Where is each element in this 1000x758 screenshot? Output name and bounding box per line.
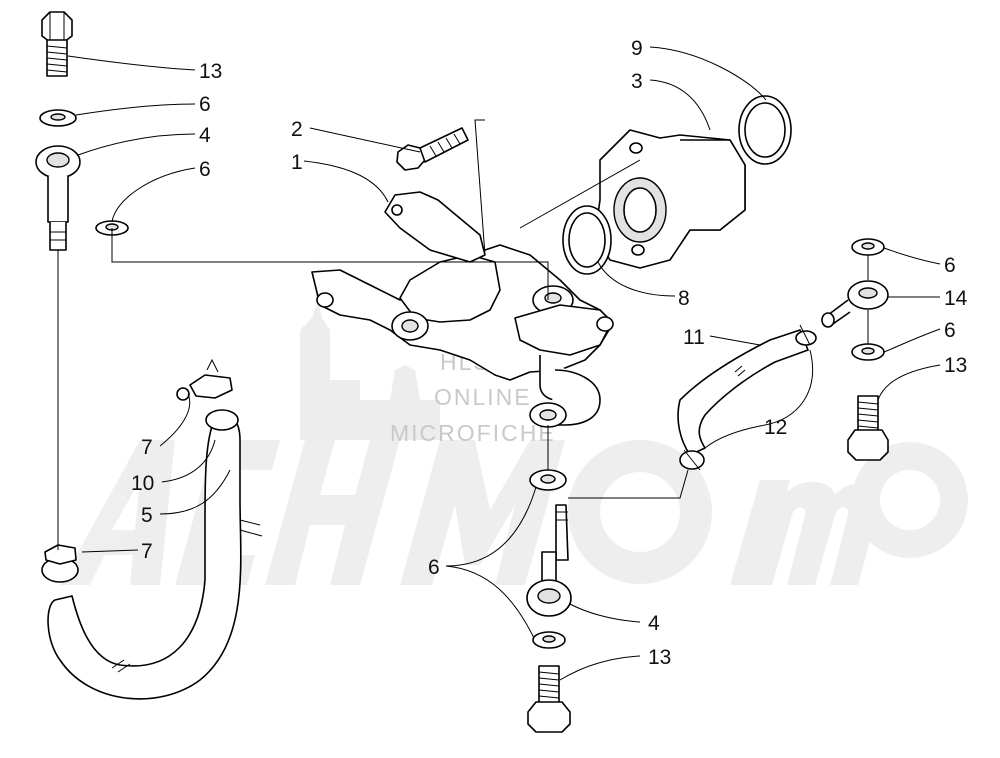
- banjo-bolt-right: [847, 395, 889, 461]
- o-ring-small: [562, 205, 612, 275]
- callout-6-right-top: 6: [944, 254, 956, 277]
- callout-4-bottom: 4: [648, 612, 660, 635]
- callout-3: 3: [631, 70, 643, 93]
- banjo-bolt-bottom: [527, 665, 571, 733]
- sealing-washer-bottom-top: [529, 469, 567, 491]
- callout-10: 10: [131, 472, 154, 495]
- watermark: HLSM© ONLINE MICROFICHE: [60, 260, 968, 585]
- oil-hose-long: [47, 409, 263, 700]
- hose-clamp-upper: [795, 324, 817, 346]
- callout-6-right-bottom: 6: [944, 319, 956, 342]
- pump-lever-bracket: [384, 191, 486, 263]
- sealing-washer-right-bottom: [851, 343, 885, 361]
- callout-6-side-left: 6: [199, 158, 211, 181]
- callout-9: 9: [631, 37, 643, 60]
- sealing-washer-top: [39, 109, 77, 127]
- sealing-washer-right-top: [851, 238, 885, 256]
- watermark-line-3: MICROFICHE: [390, 420, 556, 446]
- callout-13-right: 13: [944, 354, 967, 377]
- callout-7-upper: 7: [141, 436, 153, 459]
- hose-clamp-lower: [679, 449, 705, 471]
- hose-clamp-bottom-left: [41, 544, 79, 583]
- callout-7-lower: 7: [141, 540, 153, 563]
- callout-6-top-left: 6: [199, 93, 211, 116]
- oil-pump-body: [311, 244, 614, 428]
- banjo-fitting-bottom: [526, 504, 572, 617]
- banjo-bolt-top: [41, 11, 73, 77]
- watermark-skyline: [300, 300, 440, 440]
- leader-lines: [57, 46, 941, 681]
- watermark-logo: [60, 440, 968, 585]
- callout-13-top-left: 13: [199, 60, 222, 83]
- o-ring-large: [738, 95, 792, 165]
- hose-small: [677, 329, 809, 456]
- callout-12: 12: [764, 416, 787, 439]
- callout-1: 1: [291, 151, 303, 174]
- pump-screw: [396, 127, 469, 171]
- banjo-fitting-right: [821, 280, 889, 328]
- callout-14: 14: [944, 287, 968, 310]
- callout-5: 5: [141, 504, 153, 527]
- callout-8: 8: [678, 287, 690, 310]
- watermark-line-2: ONLINE: [434, 384, 532, 410]
- callout-labels: 13 6 4 6 2 1 9 3 8 6 14 6 13 11 12 7 10 …: [131, 37, 968, 669]
- callout-4-top-left: 4: [199, 124, 211, 147]
- hose-clamp-top-left: [176, 358, 233, 401]
- sealing-washer-bottom: [532, 631, 566, 649]
- callout-13-bottom: 13: [648, 646, 671, 669]
- callout-6-bottom: 6: [428, 556, 440, 579]
- pump-cover: [594, 129, 746, 269]
- callout-11: 11: [683, 326, 705, 349]
- banjo-fitting-top: [35, 145, 81, 251]
- callout-2: 2: [291, 118, 303, 141]
